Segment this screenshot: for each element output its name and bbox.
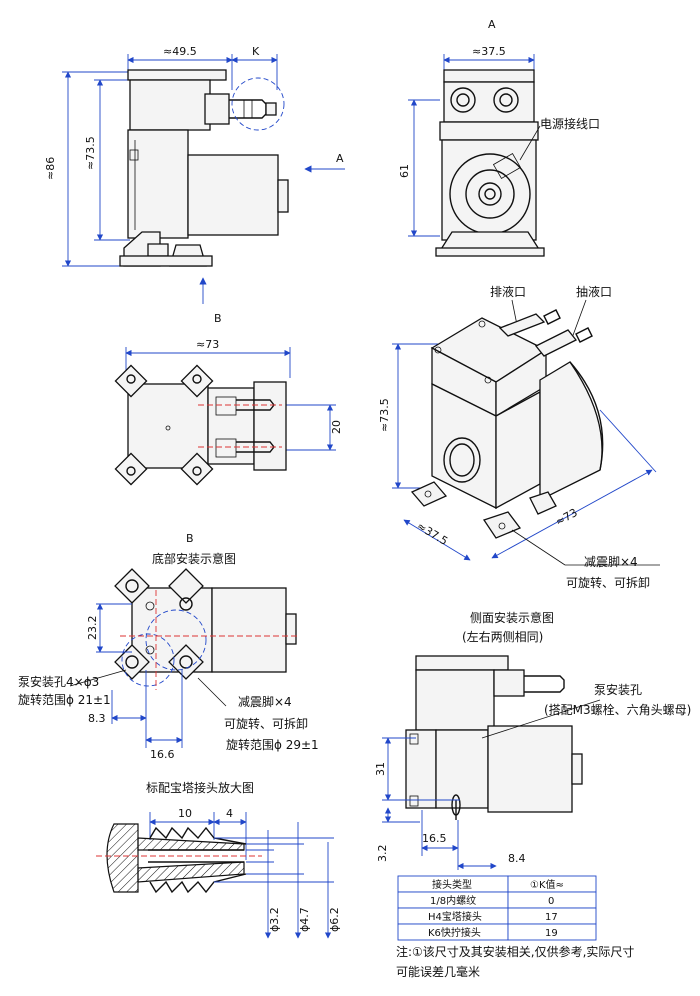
side-a-title: A: [488, 18, 496, 31]
barb-title: 标配宝塔接头放大图: [146, 780, 254, 795]
k-table-row2-type: H4宝塔接头: [428, 910, 482, 923]
side-a-dim-width: ≈37.5: [472, 45, 506, 58]
bottom-title: 底部安装示意图: [152, 551, 236, 566]
side-install-dim-31: 31: [374, 762, 387, 776]
k-table-row2-k: 17: [545, 912, 558, 923]
side-install-dim-32: 3.2: [376, 845, 389, 863]
side-a-dim-height: 61: [398, 164, 411, 178]
k-table-header-type: 接头类型: [432, 878, 472, 891]
front-arrow-a: A: [336, 152, 344, 165]
iso-foot-note: 可旋转、可拆卸: [566, 575, 650, 590]
bottom-dim-166: 16.6: [150, 748, 175, 761]
bottom-foot-label: 减震脚×4: [238, 694, 292, 709]
top-dim-spacing: 20: [330, 420, 343, 434]
barb-dim-d62: ϕ6.2: [328, 907, 341, 932]
k-table-row1-k: 0: [548, 896, 554, 907]
iso-dim-depth: ≈37.5: [414, 519, 450, 548]
k-table-row3-k: 19: [545, 928, 558, 939]
side-install-subtitle: (左右两侧相同): [462, 629, 543, 644]
side-install-dim-84: 8.4: [508, 852, 526, 865]
iso-dim-height: ≈73.5: [378, 398, 391, 432]
front-dim-height-body: ≈73.5: [84, 136, 97, 170]
k-value-table: 接头类型 ①K值≈ 1/8内螺纹 0 H4宝塔接头 17 K6快拧接头 19: [397, 875, 597, 941]
k-table-row1-type: 1/8内螺纹: [430, 894, 476, 907]
k-table-header-k: ①K值≈: [530, 878, 564, 891]
bottom-foot-range: 旋转范围ϕ 29±1: [226, 737, 319, 752]
bottom-install: B 底部安装示意图 23.2 8.3 16.6 泵安装孔4×ϕ3 旋转范围ϕ 2…: [18, 532, 319, 761]
side-install: 侧面安装示意图 (左右两侧相同) 泵安装孔 (搭配M3螺栓、六角头螺母) 31 …: [374, 610, 691, 870]
note-line-1: 注:①该尺寸及其安装相关,仅供参考,实际尺寸: [396, 944, 634, 959]
bottom-view-letter: B: [186, 532, 194, 545]
barb-dim-d47: ϕ4.7: [298, 907, 311, 932]
iso-view: 排液口 抽液口 ≈73.5 ≈37.5 ≈73: [378, 284, 660, 590]
front-dim-height-total: ≈86: [44, 157, 57, 180]
side-install-hole-note: (搭配M3螺栓、六角头螺母): [544, 702, 691, 717]
bottom-foot-note: 可旋转、可拆卸: [224, 716, 308, 731]
top-view: ≈73 20: [114, 338, 343, 486]
note-line-2: 可能误差几毫米: [396, 964, 480, 979]
side-install-dim-165: 16.5: [422, 832, 447, 845]
iso-dim-length: ≈73: [553, 506, 580, 529]
bottom-hole-range: 旋转范围ϕ 21±1: [18, 692, 111, 707]
front-dim-width: ≈49.5: [163, 45, 197, 58]
front-dim-k: K: [252, 45, 260, 58]
side-view-a: A ≈37.5 61 电源接线口: [398, 18, 600, 257]
outlet-label: 排液口: [490, 284, 526, 299]
front-view: ≈49.5 K ≈86 ≈73.5 A B: [44, 45, 345, 325]
top-dim-width: ≈73: [196, 338, 219, 351]
side-install-title: 侧面安装示意图: [470, 610, 554, 625]
barb-dim-10: 10: [178, 807, 192, 820]
barb-dim-d32: ϕ3.2: [268, 907, 281, 932]
barb-detail: 标配宝塔接头放大图 10 4 ϕ3.2 ϕ4.7 ϕ6.2: [96, 780, 341, 939]
power-port-label: 电源接线口: [540, 116, 600, 131]
iso-foot-label: 减震脚×4: [584, 554, 638, 569]
bottom-dim-83: 8.3: [88, 712, 106, 725]
bottom-dim-232: 23.2: [86, 616, 99, 641]
barb-dim-4: 4: [226, 807, 233, 820]
front-arrow-b: B: [214, 312, 222, 325]
side-install-hole-label: 泵安装孔: [594, 682, 642, 697]
bottom-hole-label: 泵安装孔4×ϕ3: [18, 674, 99, 689]
inlet-label: 抽液口: [576, 284, 612, 299]
k-table-row3-type: K6快拧接头: [428, 926, 481, 939]
